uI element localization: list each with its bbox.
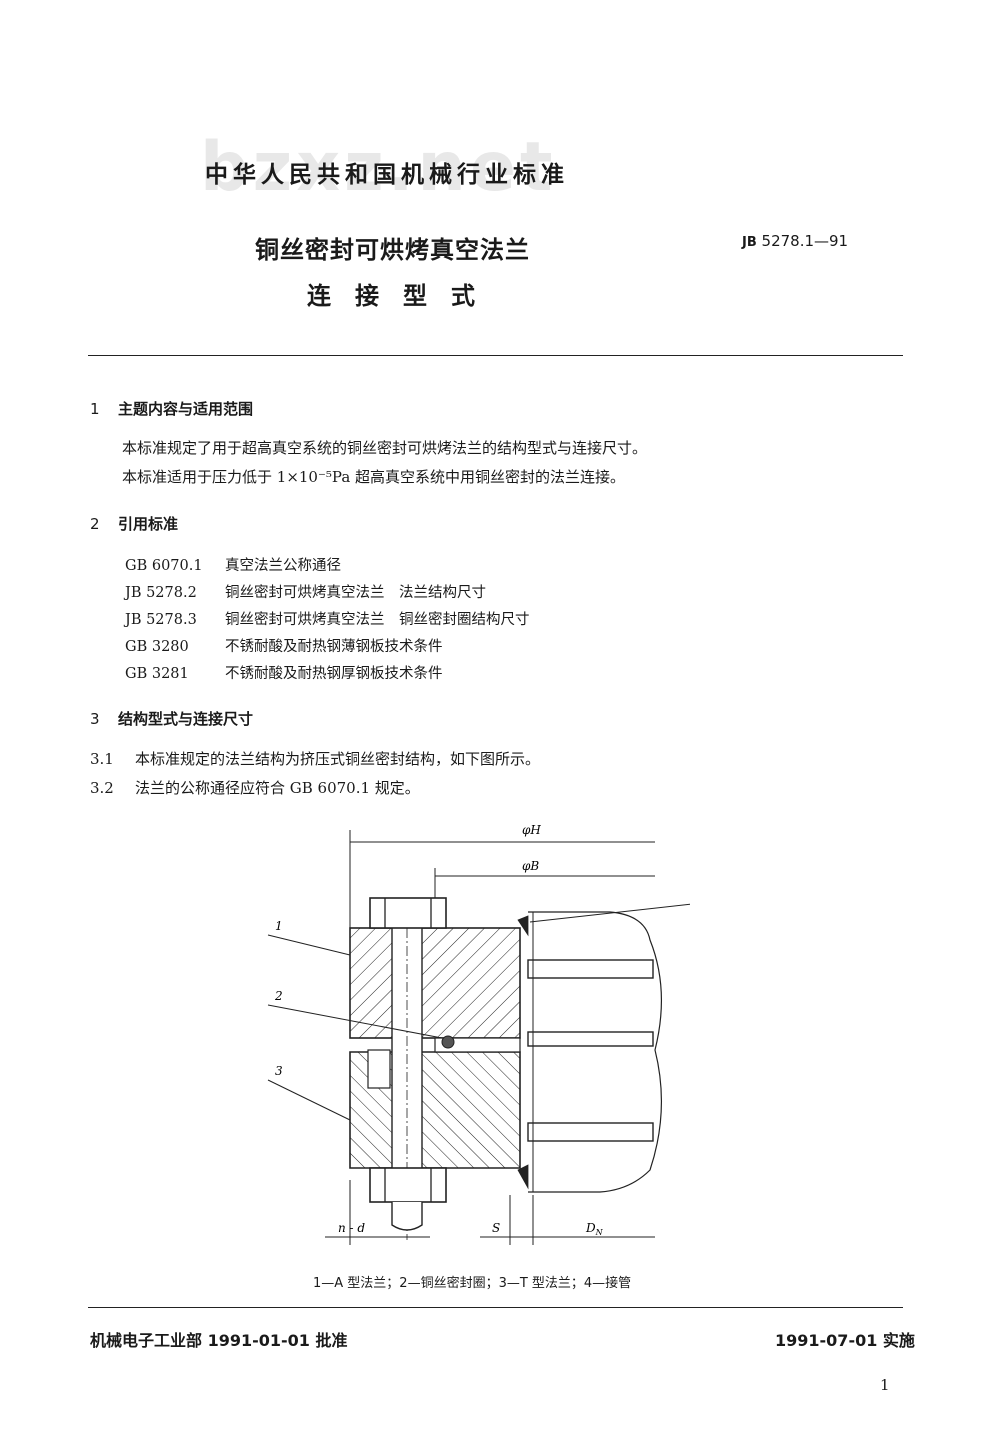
watermark: bzxz.net bbox=[200, 128, 557, 207]
reference-code: JB 5278.3 bbox=[125, 612, 197, 628]
section2-number: 2 bbox=[90, 515, 100, 533]
reference-item: GB 3281 不锈耐酸及耐热钢厚钢板技术条件 bbox=[125, 661, 530, 688]
dim-label-h: φH bbox=[522, 823, 541, 837]
section1-heading: 1 主题内容与适用范围 bbox=[90, 398, 253, 419]
section3-heading: 3 结构型式与连接尺寸 bbox=[90, 708, 253, 729]
dim-label-s: S bbox=[492, 1221, 500, 1235]
section3-number: 3 bbox=[90, 710, 100, 728]
reference-code: JB 5278.2 bbox=[125, 585, 197, 601]
nut bbox=[369, 1167, 447, 1203]
reference-item: GB 3280 不锈耐酸及耐热钢薄钢板技术条件 bbox=[125, 634, 530, 661]
clause-3-1: 3.1 本标准规定的法兰结构为挤压式铜丝密封结构，如下图所示。 bbox=[90, 748, 540, 769]
reference-code: GB 3281 bbox=[125, 666, 189, 682]
figure-caption: 1—A 型法兰；2—铜丝密封圈；3—T 型法兰；4—接管 bbox=[313, 1276, 632, 1291]
page-number: 1 bbox=[880, 1376, 890, 1394]
dim-label-dn-main: D bbox=[585, 1221, 596, 1235]
dim-label-dn-sub: N bbox=[595, 1228, 604, 1237]
section1-title: 主题内容与适用范围 bbox=[118, 400, 254, 418]
flange-a bbox=[349, 927, 521, 1039]
clause-text: 法兰的公称通径应符合 GB 6070.1 规定。 bbox=[135, 779, 420, 797]
section3-title: 结构型式与连接尺寸 bbox=[118, 710, 254, 728]
section2-title: 引用标准 bbox=[118, 515, 179, 533]
implementation-line: 1991-07-01 实施 bbox=[775, 1331, 915, 1350]
header-rule bbox=[88, 355, 903, 356]
dim-label-b: φB bbox=[522, 859, 539, 873]
reference-code: GB 6070.1 bbox=[125, 558, 203, 574]
section1-para1: 本标准规定了用于超高真空系统的铜丝密封可烘烤法兰的结构型式与连接尺寸。 bbox=[122, 439, 648, 457]
copper-seal bbox=[441, 1035, 455, 1049]
section2-heading: 2 引用标准 bbox=[90, 513, 178, 534]
reference-title: 铜丝密封可烘烤真空法兰 铜丝密封圈结构尺寸 bbox=[225, 612, 530, 628]
document-title: 铜丝密封可烘烤真空法兰 bbox=[255, 236, 530, 264]
reference-code: GB 3280 bbox=[125, 639, 189, 655]
reference-title: 不锈耐酸及耐热钢薄钢板技术条件 bbox=[225, 639, 443, 655]
approval-line: 机械电子工业部 1991-01-01 批准 bbox=[90, 1331, 348, 1350]
reference-item: JB 5278.2 铜丝密封可烘烤真空法兰 法兰结构尺寸 bbox=[125, 580, 530, 607]
clause-number: 3.1 bbox=[90, 750, 114, 768]
reference-title: 不锈耐酸及耐热钢厚钢板技术条件 bbox=[225, 666, 443, 682]
callout-2: 2 bbox=[274, 989, 283, 1003]
dim-label-dn: DN bbox=[585, 1221, 604, 1237]
standard-prefix: JB bbox=[742, 235, 757, 250]
reference-item: JB 5278.3 铜丝密封可烘烤真空法兰 铜丝密封圈结构尺寸 bbox=[125, 607, 530, 634]
reference-list: GB 6070.1 真空法兰公称通径 JB 5278.2 铜丝密封可烘烤真空法兰 法… bbox=[125, 553, 530, 688]
reference-title: 铜丝密封可烘烤真空法兰 法兰结构尺寸 bbox=[225, 585, 486, 601]
reference-item: GB 6070.1 真空法兰公称通径 bbox=[125, 553, 530, 580]
standard-number: JB 5278.1—91 bbox=[742, 232, 848, 250]
footer-rule bbox=[88, 1307, 903, 1308]
clause-3-2: 3.2 法兰的公称通径应符合 GB 6070.1 规定。 bbox=[90, 777, 420, 798]
flange-drawing: φH φB n - d S DN 1 2 3 4 bbox=[267, 823, 690, 1245]
callout-1: 1 bbox=[275, 919, 283, 933]
section1-para2: 本标准适用于压力低于 1×10⁻⁵Pa 超高真空系统中用铜丝密封的法兰连接。 bbox=[122, 468, 626, 486]
document-subtitle: 连接型式 bbox=[307, 282, 499, 310]
clause-number: 3.2 bbox=[90, 779, 114, 797]
clause-text: 本标准规定的法兰结构为挤压式铜丝密封结构，如下图所示。 bbox=[135, 750, 541, 768]
callout-3: 3 bbox=[275, 1064, 283, 1078]
bolt-head bbox=[369, 897, 447, 929]
standard-code: 5278.1—91 bbox=[761, 232, 849, 250]
dim-label-nd: n - d bbox=[338, 1221, 365, 1235]
section1-number: 1 bbox=[90, 400, 100, 418]
reference-title: 真空法兰公称通径 bbox=[225, 558, 341, 574]
ministry-line: 中华人民共和国机械行业标准 bbox=[205, 162, 569, 188]
